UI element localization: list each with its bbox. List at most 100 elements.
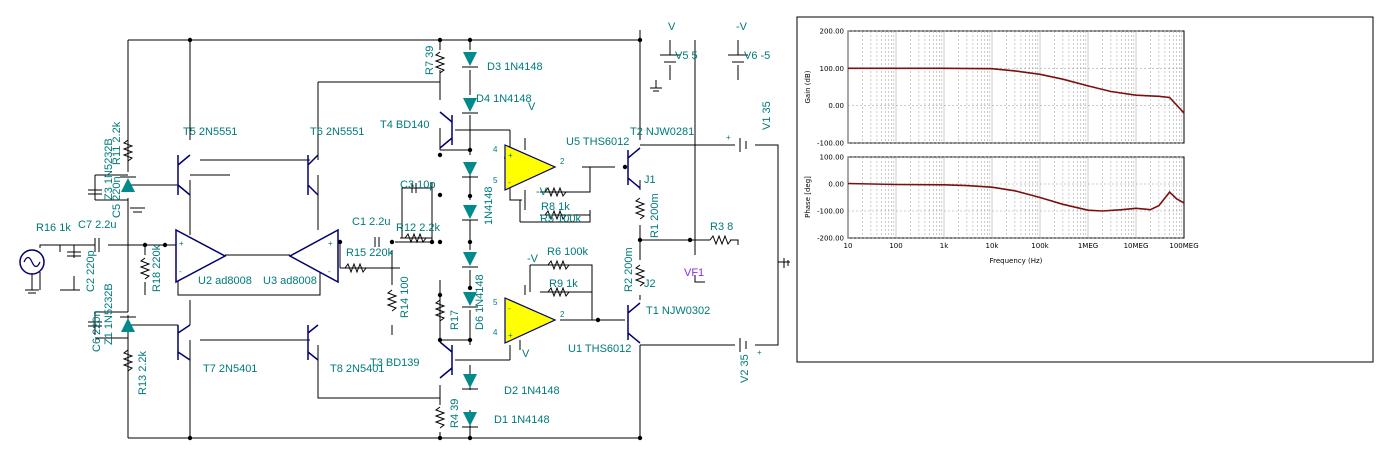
label-u1-pin4: 4 <box>493 328 498 337</box>
gain-plot-area <box>847 30 1185 144</box>
label-t2: T2 NJW0281 <box>630 126 694 138</box>
phase-y-axis-label: Phase [deg] <box>804 176 812 218</box>
x-tick-label: 1MEG <box>1078 242 1098 250</box>
label-u5-pin5: 5 <box>493 176 498 185</box>
label-u5-pin4: 4 <box>493 145 498 154</box>
phase-series-line <box>847 182 1185 212</box>
gain-y-tick-labels: 200.00 100.00 0.00 -100.00 <box>817 28 844 148</box>
phase-grid <box>847 156 1184 239</box>
label-d4: D4 1N4148 <box>476 93 532 105</box>
label-v1-plus: + <box>726 133 731 142</box>
label-r6: R6 100k <box>547 246 588 258</box>
label-d1: D1 1N4148 <box>494 414 550 426</box>
x-tick-label: 10 <box>844 242 853 250</box>
gain-grid <box>847 30 1184 144</box>
label-r3: R3 8 <box>710 221 733 233</box>
label-u3: U3 ad8008 <box>263 275 317 287</box>
gain-y-tick-label: 0.00 <box>828 102 844 110</box>
label-r2: R2 200m <box>623 247 635 292</box>
label-c5: C5 220n <box>111 176 123 218</box>
svg-text:+: + <box>179 239 184 248</box>
label-r13: R13 2.2k <box>137 350 149 395</box>
label-d6: D6 1N4148 <box>474 274 486 330</box>
resistor-symbols <box>122 51 732 429</box>
phase-y-tick-label: 0.00 <box>828 181 844 189</box>
label-r18: R18 220k <box>151 244 163 292</box>
label-r8: R8 1k <box>541 201 570 213</box>
gain-series-line <box>848 67 1185 114</box>
label-r1: R1 200m <box>649 193 661 238</box>
schematic-labels: R16 1k C7 2.2u C2 220p R18 220k R11 2.2k… <box>36 21 773 428</box>
schematic-wiring <box>39 30 790 439</box>
label-nv-u1: -V <box>527 253 539 265</box>
label-u5: U5 THS6012 <box>566 136 629 148</box>
label-v2: V2 35 <box>739 354 751 383</box>
opamp-u3-icon: +- <box>288 228 339 284</box>
label-v-u5: V <box>528 101 536 113</box>
label-r4: R4 39 <box>449 399 461 428</box>
label-t4: T4 BD140 <box>380 119 430 131</box>
phase-plot-area <box>847 156 1185 239</box>
opamp-u1-icon: -+ <box>504 297 557 344</box>
label-r5: R5 100k <box>540 213 581 225</box>
label-u5-pin2: 2 <box>560 157 565 166</box>
phase-y-tick-label: 100.00 <box>820 154 845 162</box>
label-nv-rail: -V <box>736 21 748 33</box>
label-r17: R17 <box>449 310 461 330</box>
svg-text:+: + <box>328 239 333 248</box>
label-r11: R11 2.2k <box>111 121 123 165</box>
label-v-u1: V <box>522 348 530 360</box>
label-u1-pin5: 5 <box>493 298 498 307</box>
junction-dots <box>125 37 693 441</box>
label-t8: T8 2N5401 <box>330 363 384 375</box>
x-tick-label: 1k <box>940 242 949 250</box>
x-tick-label: 10k <box>986 242 1000 250</box>
label-j2: J2 <box>644 278 656 290</box>
svg-text:-: - <box>508 304 511 313</box>
label-t6: T6 2N5551 <box>310 126 364 138</box>
label-t3: T3 BD139 <box>370 357 420 369</box>
x-tick-label: 100k <box>1031 242 1049 250</box>
label-v6: V6 -5 <box>744 50 770 62</box>
svg-text:-: - <box>179 267 182 276</box>
svg-text:+: + <box>508 151 513 160</box>
diode-symbols <box>121 52 477 426</box>
label-z3: Z3 1N5232B <box>103 138 115 200</box>
label-v5: V5 5 <box>675 50 698 62</box>
signal-source-icon <box>19 249 45 294</box>
label-v2-plus: + <box>757 348 762 357</box>
opamp-u5-icon: +- <box>504 144 557 191</box>
x-tick-label: 10MEG <box>1124 242 1149 250</box>
diode-bars <box>120 66 478 428</box>
gain-y-tick-label: -100.00 <box>817 140 844 148</box>
label-v1: V1 35 <box>761 101 773 130</box>
phase-y-tick-labels: 100.00 0.00 -100.00 -200.00 <box>817 154 844 243</box>
label-c6: C6 220n <box>91 310 103 352</box>
label-r9: R9 1k <box>549 278 578 290</box>
label-r15: R15 220k <box>346 247 394 259</box>
label-t5: T5 2N5551 <box>183 126 237 138</box>
phase-y-tick-label: -100.00 <box>817 208 844 216</box>
x-axis-label: Frequency (Hz) <box>990 257 1043 265</box>
transistor-symbols <box>177 111 641 379</box>
label-d3: D3 1N4148 <box>487 61 543 73</box>
gain-y-tick-label: 100.00 <box>820 65 845 73</box>
label-nv-u5: -V <box>536 186 548 198</box>
label-z1: Z1 1N5232B <box>103 283 115 345</box>
label-r12: R12 2.2k <box>396 222 441 234</box>
label-d5: 1N4148 <box>483 186 495 225</box>
label-c2: C2 220p <box>85 250 97 292</box>
label-t7: T7 2N5401 <box>203 363 257 375</box>
label-c1: C1 2.2u <box>352 216 391 228</box>
phase-y-tick-label: -200.00 <box>817 235 844 243</box>
label-r7: R7 39 <box>424 46 436 75</box>
gain-y-tick-label: 200.00 <box>820 28 845 36</box>
label-vf1: VF1 <box>684 267 704 279</box>
svg-text:-: - <box>328 267 331 276</box>
label-v-rail: V <box>668 21 676 33</box>
x-tick-label: 100MEG <box>1169 242 1198 250</box>
